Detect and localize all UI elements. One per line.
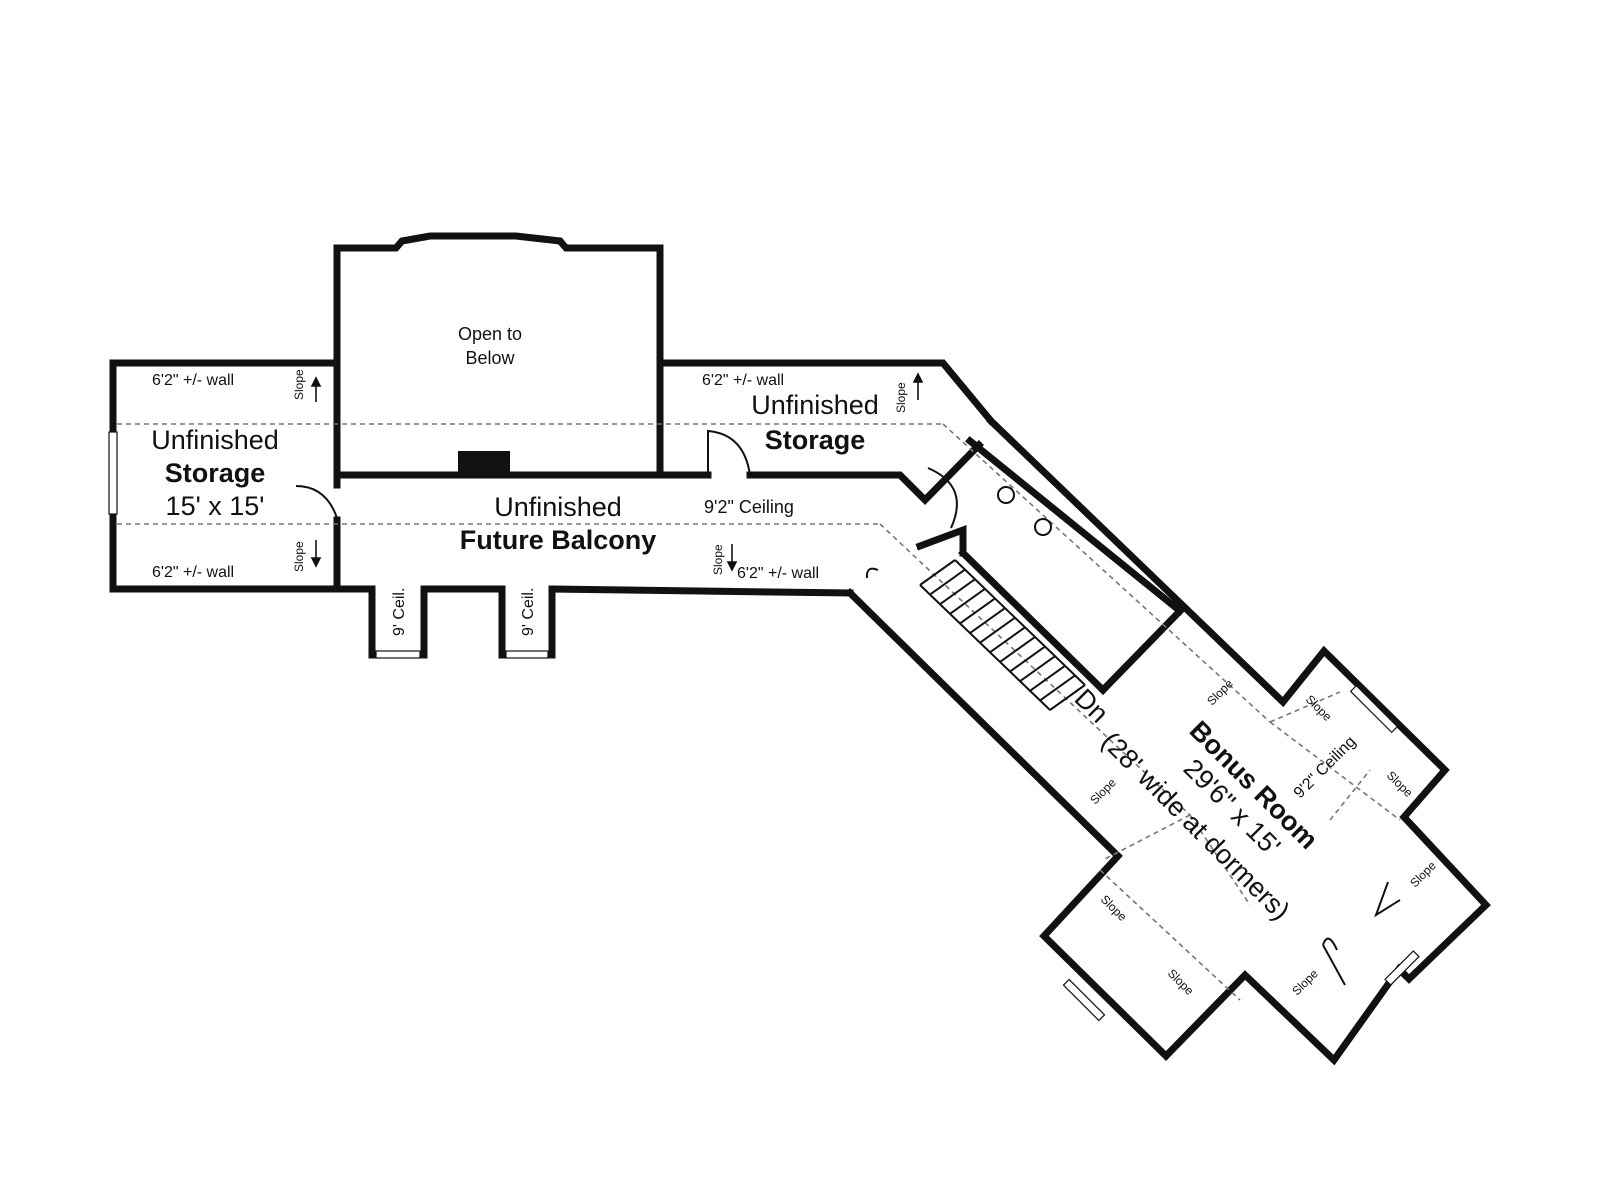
left-storage-slope-down: Slope <box>292 541 306 572</box>
open-to-below-line2: Below <box>465 348 515 368</box>
ceiling-slope-lines <box>117 423 1401 1001</box>
slope-arrows <box>310 372 924 572</box>
fireplace-hearth <box>458 451 510 475</box>
balcony-name: Future Balcony <box>460 525 657 555</box>
stair-tread <box>1049 684 1086 711</box>
right-storage-name-top: Unfinished <box>751 390 879 420</box>
balcony-slope: Slope <box>711 544 725 575</box>
stair-tread <box>1009 645 1046 673</box>
stair-tread <box>929 568 966 596</box>
doors <box>295 429 1401 986</box>
stair-tread <box>1019 655 1056 682</box>
fixture-circle <box>997 486 1015 504</box>
bonus-slope-5: Slope <box>1407 858 1439 890</box>
bonus-slope-4: Slope <box>1087 775 1119 807</box>
staircase <box>919 559 1086 711</box>
right-storage-name: Storage <box>765 425 866 455</box>
bonus-room-ceiling: 9'2" Ceiling <box>1291 733 1360 802</box>
balcony-ceiling: 9'2" Ceiling <box>704 497 794 517</box>
left-storage-size: 15' x 15' <box>166 491 265 521</box>
stair-tread <box>1029 664 1066 692</box>
bonus-slope-7: Slope <box>1165 966 1197 998</box>
exterior-walls <box>109 232 1491 1066</box>
balcony-wall-bottom: 6'2" +/- wall <box>737 565 819 582</box>
stair-tread <box>939 578 976 606</box>
right-storage-slope-up: Slope <box>894 382 908 413</box>
stair-tread <box>1039 674 1076 702</box>
fixture-circle <box>1034 518 1052 536</box>
stair-tread <box>979 616 1016 644</box>
open-to-below-line1: Open to <box>458 324 522 344</box>
left-storage-name-top: Unfinished <box>151 425 279 455</box>
stair-tread <box>969 607 1006 634</box>
right-storage-wall-top: 6'2" +/- wall <box>702 372 784 389</box>
windows <box>108 431 1420 1022</box>
left-storage-wall-top: 6'2" +/- wall <box>152 372 234 389</box>
bonus-slope-6: Slope <box>1098 892 1130 924</box>
balcony-name-top: Unfinished <box>494 492 622 522</box>
stair-tread <box>959 597 996 625</box>
left-storage-name: Storage <box>165 458 266 488</box>
stair-tread <box>949 588 986 615</box>
left-storage-slope-up: Slope <box>292 369 306 400</box>
alcove-ceiling-2: 9' Ceil. <box>520 588 537 636</box>
alcove-ceiling-1: 9' Ceil. <box>391 588 408 636</box>
stair-tread <box>919 559 956 586</box>
bonus-slope-8: Slope <box>1289 966 1321 998</box>
stair-tread <box>999 636 1036 663</box>
stair-tread <box>989 626 1026 654</box>
left-storage-wall-bottom: 6'2" +/- wall <box>152 564 234 581</box>
bonus-slope-3: Slope <box>1384 768 1416 800</box>
bonus-slope-1: Slope <box>1204 676 1236 708</box>
